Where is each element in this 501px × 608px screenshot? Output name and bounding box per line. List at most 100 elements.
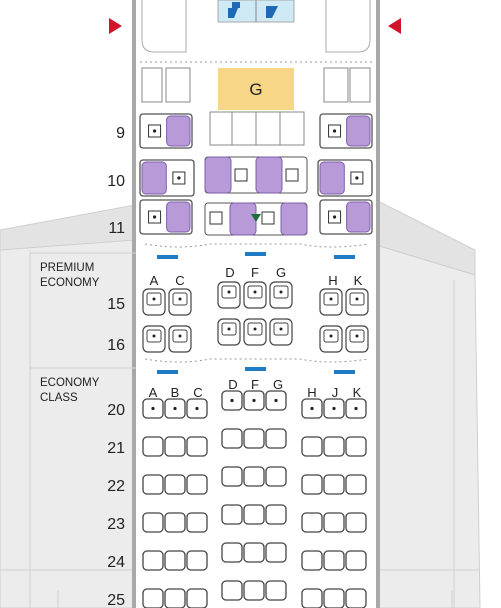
seat[interactable] [221,466,243,487]
premium-seat[interactable] [345,288,369,316]
seat-available[interactable] [345,398,367,419]
premium-seat[interactable] [168,288,192,316]
premium-seat[interactable] [142,325,166,353]
seat[interactable] [323,474,345,495]
business-seat[interactable] [319,113,373,149]
closet [141,67,371,103]
seat[interactable] [243,542,265,563]
svg-text:K: K [354,273,363,288]
seat-available-icon [173,406,177,411]
seat[interactable] [301,436,323,457]
seat-available[interactable] [186,398,208,419]
seat[interactable] [221,542,243,563]
row-number: 10 [107,173,125,190]
seat[interactable] [323,512,345,533]
seat-available[interactable] [243,390,265,411]
svg-text:B: B [171,385,180,400]
seat[interactable] [345,550,367,571]
bassinet-icon [157,252,355,374]
seat[interactable] [142,474,164,495]
seat[interactable] [221,580,243,601]
seat[interactable] [265,466,287,487]
seat[interactable] [323,436,345,457]
premium-seat[interactable] [243,318,267,346]
svg-text:PREMIUM: PREMIUM [40,262,94,274]
seat[interactable] [142,550,164,571]
seat[interactable] [323,550,345,571]
business-seat[interactable] [139,159,195,197]
seat[interactable] [142,512,164,533]
seat[interactable] [221,428,243,449]
galley-label: G [249,80,262,99]
seat-available[interactable] [265,390,287,411]
business-seat[interactable] [319,199,373,235]
premium-seat[interactable] [243,281,267,309]
seat[interactable] [345,588,367,608]
seat[interactable] [323,588,345,608]
seat[interactable] [164,474,186,495]
seat[interactable] [186,550,208,571]
seat[interactable] [186,588,208,608]
bulkhead-storage [209,111,305,146]
seat[interactable] [186,436,208,457]
business-seat[interactable] [139,199,193,235]
seat[interactable] [301,474,323,495]
premium-seat[interactable] [319,288,343,316]
seat[interactable] [164,588,186,608]
seat[interactable] [164,550,186,571]
seat[interactable] [164,512,186,533]
premium-seat[interactable] [345,325,369,353]
business-seat[interactable] [204,202,308,236]
premium-seat[interactable] [168,325,192,353]
seat[interactable] [142,436,164,457]
seat[interactable] [345,474,367,495]
seat[interactable] [221,504,243,525]
business-seat[interactable] [204,156,308,194]
seat-grid [139,113,373,608]
premium-seat[interactable] [319,325,343,353]
seat[interactable] [301,588,323,608]
seat[interactable] [164,436,186,457]
svg-text:F: F [251,265,259,280]
section-label-premium: PREMIUM ECONOMY [40,262,100,289]
seat-available[interactable] [301,398,323,419]
wing-right [375,199,481,608]
seat-business-icon [141,161,167,195]
seat[interactable] [243,428,265,449]
premium-seat[interactable] [217,318,241,346]
premium-seat[interactable] [269,318,293,346]
seat[interactable] [243,504,265,525]
seat[interactable] [345,436,367,457]
seat-available[interactable] [164,398,186,419]
seat[interactable] [265,542,287,563]
seat[interactable] [243,580,265,601]
seat[interactable] [186,474,208,495]
seat[interactable] [265,504,287,525]
seat[interactable] [243,466,265,487]
lavatory-icon [228,2,240,18]
premium-seat[interactable] [142,288,166,316]
row-number: 24 [107,554,125,571]
seat[interactable] [345,512,367,533]
seat-available[interactable] [221,390,243,411]
premium-seat[interactable] [269,281,293,309]
svg-text:F: F [251,377,259,392]
seat[interactable] [265,580,287,601]
exit-arrow-icon-right [388,18,401,34]
seat[interactable] [301,512,323,533]
svg-text:CLASS: CLASS [40,392,78,404]
business-seat[interactable] [139,113,193,149]
bassinet-triangle-icon [251,214,261,222]
seat-available[interactable] [142,398,164,419]
premium-seat[interactable] [217,281,241,309]
seat-available[interactable] [323,398,345,419]
seat[interactable] [265,428,287,449]
svg-text:A: A [149,385,158,400]
seat[interactable] [301,550,323,571]
seat[interactable] [186,512,208,533]
svg-text:G: G [276,265,286,280]
business-seat[interactable] [317,159,373,197]
svg-text:C: C [193,385,202,400]
wing-flap-lines [0,250,480,608]
seat[interactable] [142,588,164,608]
